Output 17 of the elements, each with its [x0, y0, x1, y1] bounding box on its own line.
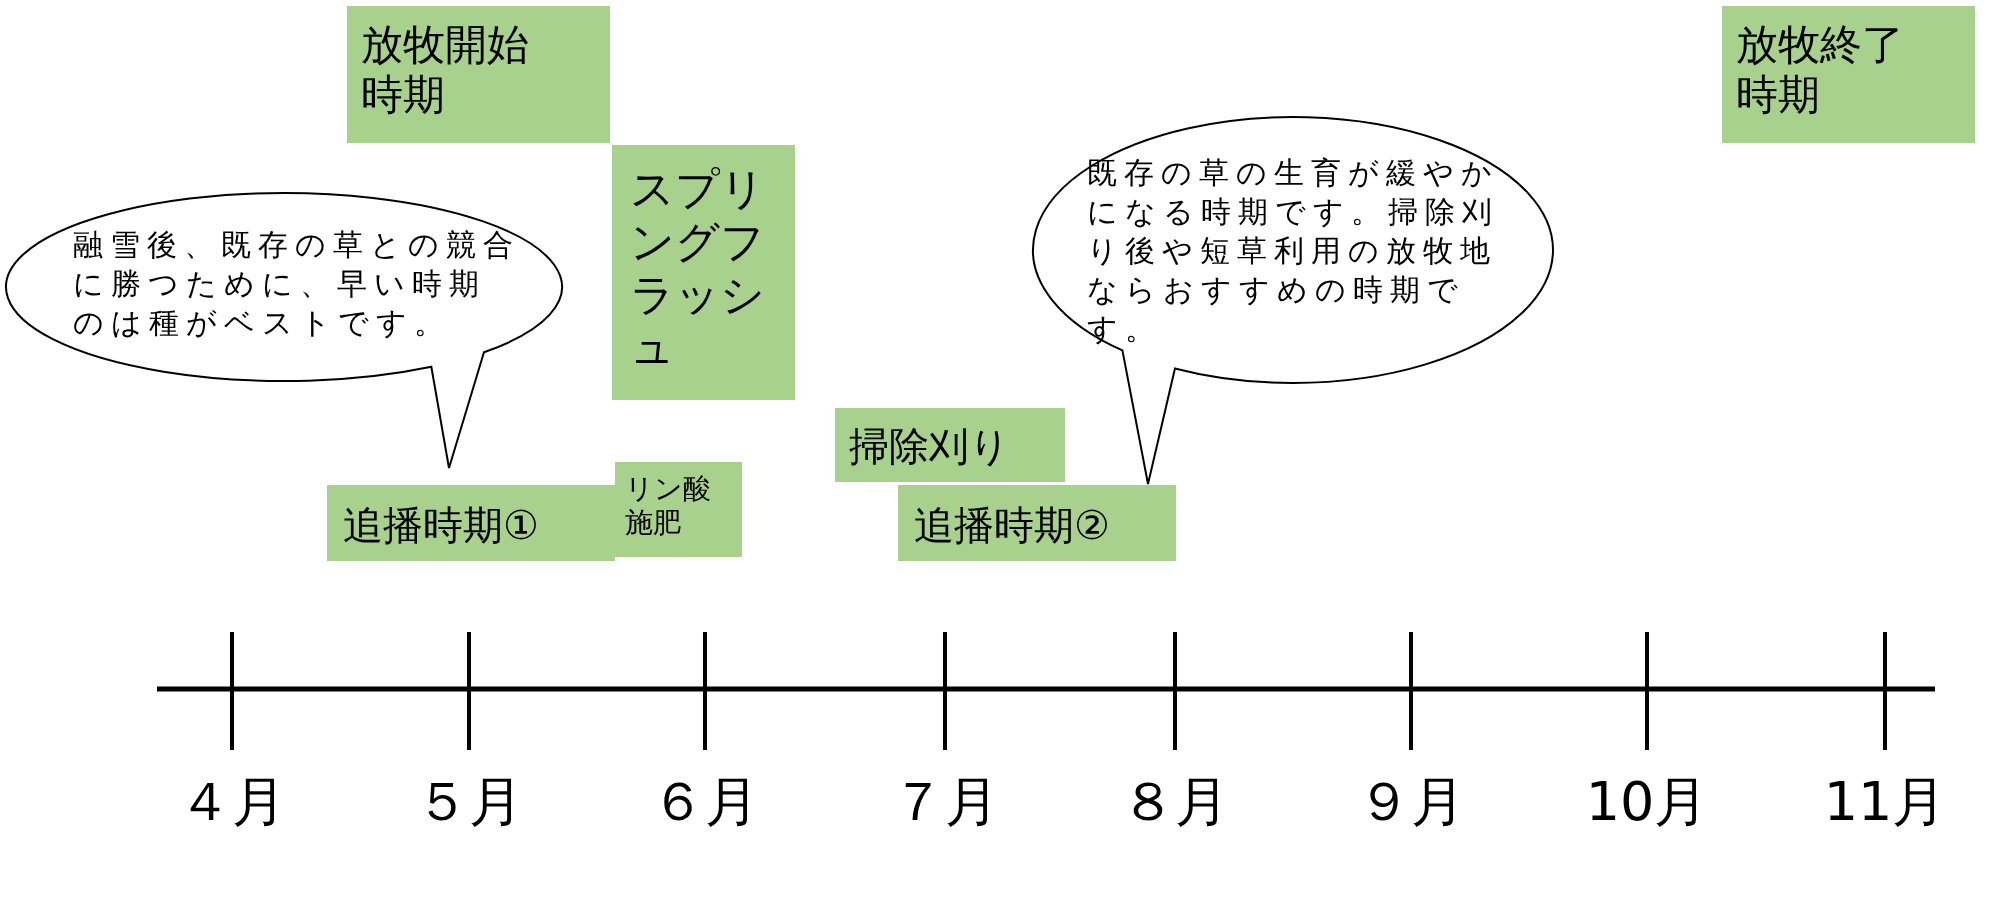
period-box: リン酸施肥 [615, 462, 742, 557]
period-box: 放牧終了時期 [1722, 6, 1975, 143]
month-label: 10月 [1584, 775, 1710, 829]
month-label: ９月 [1356, 775, 1466, 829]
bubble-text: 融雪後、既存の草との競合に勝つために、早い時期のは種がベストです。 [73, 226, 521, 342]
period-box: 放牧開始時期 [347, 6, 610, 143]
month-label: ４月 [177, 775, 287, 829]
period-box: 追播時期① [327, 485, 615, 561]
month-label: ７月 [890, 775, 1000, 829]
period-box: 追播時期② [898, 485, 1176, 561]
month-label: 11月 [1822, 775, 1948, 829]
period-box: 掃除刈り [835, 408, 1065, 482]
month-label: ６月 [650, 775, 760, 829]
month-label: ５月 [414, 775, 524, 829]
month-label: ８月 [1120, 775, 1230, 829]
period-box: スプリングフラッシュ [612, 145, 795, 400]
bubble-text: 既存の草の生育が緩やかになる時期です。掃除刈り後や短草利用の放牧地ならおすすめの時期です。 [1087, 154, 1500, 348]
